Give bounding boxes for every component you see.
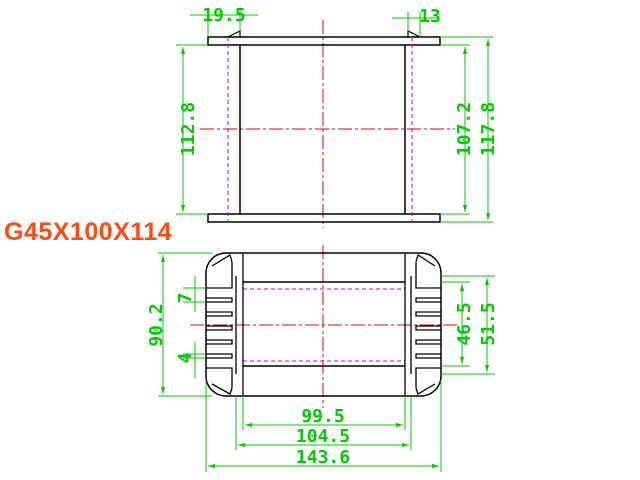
dim-inner-width: 99.5 (301, 406, 344, 427)
bottom-view: 90.2 7 4 46.5 51.5 99.5 104.5 (146, 245, 499, 472)
dim-overall-height-bottom: 90.2 (146, 303, 167, 346)
dim-overall-height-top: 117.8 (478, 102, 499, 156)
dim-overall-width-bottom: 143.6 (296, 447, 350, 468)
dim-flange-width-right: 13 (419, 6, 441, 27)
part-title: G45X100X114 (4, 218, 173, 246)
dim-inner-height-top: 112.8 (178, 102, 199, 156)
flange-tip-left (227, 30, 241, 38)
right-fin-comb (404, 253, 441, 396)
bottom-outer-outline (205, 252, 442, 397)
top-flange-upper (207, 36, 441, 46)
top-flange-lower (207, 213, 441, 223)
dim-window-height-top: 107.2 (454, 102, 475, 156)
top-view: 19.5 13 112.8 107.2 117.8 (176, 5, 499, 228)
dim-window-width: 104.5 (296, 426, 350, 447)
dim-inner-height-bottom: 51.5 (478, 302, 499, 345)
dim-flange-width-left: 19.5 (202, 5, 245, 26)
dim-window-height-bottom: 46.5 (454, 302, 475, 345)
dim-fin-gap: 4 (175, 352, 196, 363)
flange-tip-right (407, 30, 421, 38)
left-fin-comb (206, 253, 244, 396)
dim-fin-pitch: 7 (175, 293, 196, 304)
